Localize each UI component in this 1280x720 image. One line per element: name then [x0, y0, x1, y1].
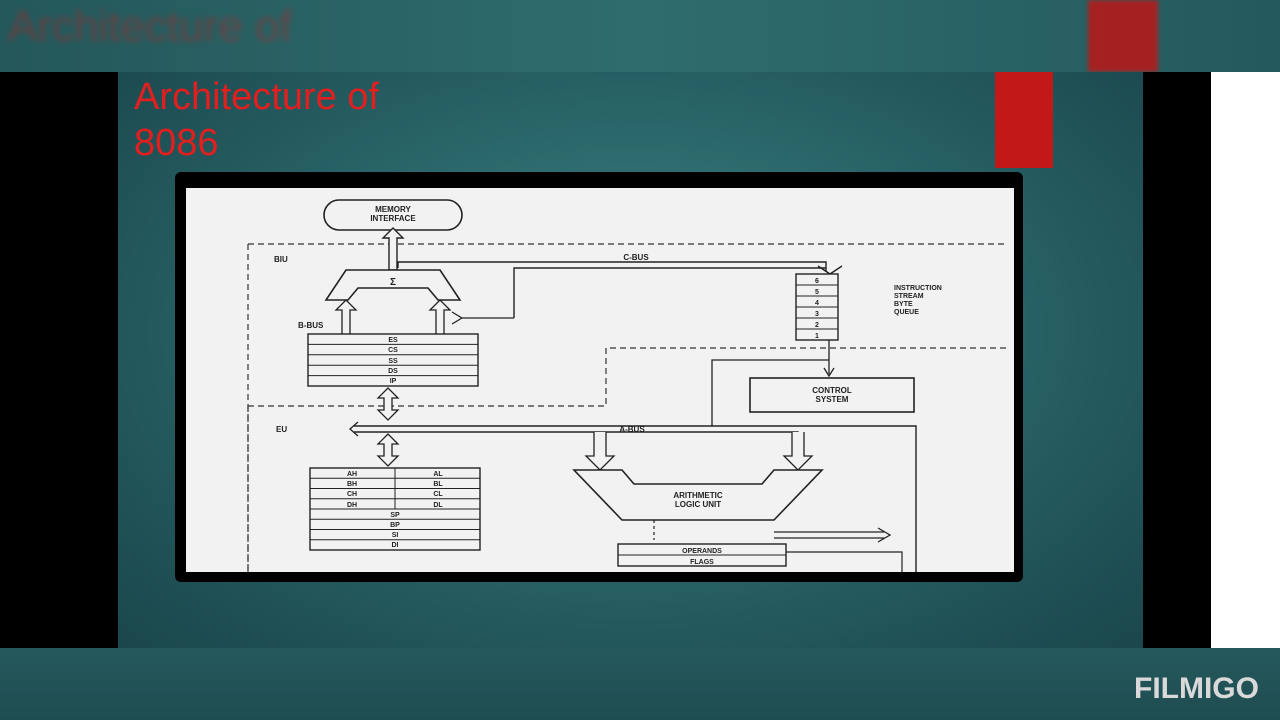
flags-feedback-line [786, 551, 903, 572]
segment-register-stack: ES CS SS DS IP [307, 333, 479, 387]
queue-slot-2: 2 [815, 322, 819, 329]
queue-label-4: QUEUE [894, 309, 919, 316]
bottom-band [0, 648, 1280, 720]
c-bus-arrowhead [817, 265, 843, 275]
a-bus-label: A-BUS [619, 425, 645, 434]
operands-label: OPERANDS [682, 548, 722, 555]
queue-slot-1: 1 [815, 333, 819, 340]
queue-slot-5: 5 [815, 289, 819, 296]
architecture-diagram: MEMORY INTERFACE BIU EU Σ C-BUS B-BUS ES… [186, 188, 1014, 572]
filmigo-watermark: FILMIGO [1134, 672, 1259, 705]
left-letterbox [0, 72, 118, 648]
memory-interface-label-2: INTERFACE [370, 214, 416, 223]
alu-input-arrow-right [782, 432, 814, 471]
register-ch: CH [347, 491, 357, 498]
register-ah: AH [347, 471, 357, 478]
queue-to-control-arrowhead [823, 367, 835, 378]
alu-input-arrow-left [584, 432, 616, 471]
c-bus-label: C-BUS [623, 253, 649, 262]
register-bh: BH [347, 481, 357, 488]
biu-label: BIU [274, 255, 288, 264]
a-bus-line [354, 425, 917, 572]
c-bus-line-2 [513, 267, 826, 318]
alu-label-2: LOGIC UNIT [675, 500, 721, 509]
eu-label: EU [276, 425, 287, 434]
top-band: Architecture of [0, 0, 1280, 74]
queue-label-2: STREAM [894, 293, 924, 300]
register-al: AL [433, 471, 443, 478]
a-bus-start-arrow [349, 421, 359, 437]
register-dl: DL [433, 502, 443, 509]
c-bus-line [397, 261, 827, 272]
adder-feed-arrow [451, 311, 514, 325]
b-bus-arrow-mid [428, 299, 452, 334]
alu-label-1: ARITHMETIC [673, 491, 723, 500]
eu-register-link-arrow [376, 433, 400, 467]
segment-register-es: ES [388, 337, 398, 344]
sigma-label: Σ [390, 277, 396, 288]
b-bus-label: B-BUS [298, 321, 324, 330]
register-di: DI [392, 542, 399, 549]
queue-slot-3: 3 [815, 311, 819, 318]
red-accent-block [995, 72, 1053, 168]
alu-shape [572, 469, 824, 521]
slide-title-line1: Architecture of [134, 76, 379, 118]
register-si: SI [392, 532, 399, 539]
alu-result-arrowhead [877, 527, 892, 543]
register-bp: BP [390, 522, 400, 529]
segment-register-ss: SS [388, 358, 398, 365]
register-bl: BL [433, 481, 443, 488]
flags-label: FLAGS [690, 559, 714, 566]
b-bus-arrow-left [334, 299, 358, 334]
a-bus-line-2 [354, 431, 799, 466]
register-dh: DH [347, 502, 357, 509]
slide-title: Architecture of 8086 [134, 74, 474, 166]
control-system-label-1: CONTROL [812, 386, 852, 395]
instruction-queue: 6 5 4 3 2 1 [795, 273, 839, 341]
control-system-label-2: SYSTEM [816, 395, 849, 404]
register-sp: SP [390, 512, 400, 519]
segment-register-ds: DS [388, 368, 398, 375]
register-cl: CL [433, 491, 443, 498]
right-letterbox [1143, 72, 1211, 648]
segment-register-cs: CS [388, 347, 398, 354]
ghost-accent-block [1088, 0, 1158, 72]
biu-eu-link-arrow [376, 387, 400, 421]
address-adder [324, 269, 462, 301]
queue-slot-4: 4 [815, 300, 819, 307]
queue-label-3: BYTE [894, 301, 913, 308]
queue-slot-6: 6 [815, 278, 819, 285]
general-register-stack: AH AL BH BL CH CL DH DL SP BP SI DI [309, 467, 481, 551]
segment-register-ip: IP [390, 378, 397, 385]
control-system-box [749, 377, 915, 413]
queue-label-1: INSTRUCTION [894, 285, 942, 292]
queue-to-abus-line [711, 359, 829, 426]
memory-arrow [381, 227, 405, 271]
right-white-strip [1211, 72, 1280, 648]
slide-title-line2: 8086 [134, 122, 219, 164]
memory-interface-label-1: MEMORY [375, 205, 411, 214]
ghost-title: Architecture of [8, 2, 292, 51]
